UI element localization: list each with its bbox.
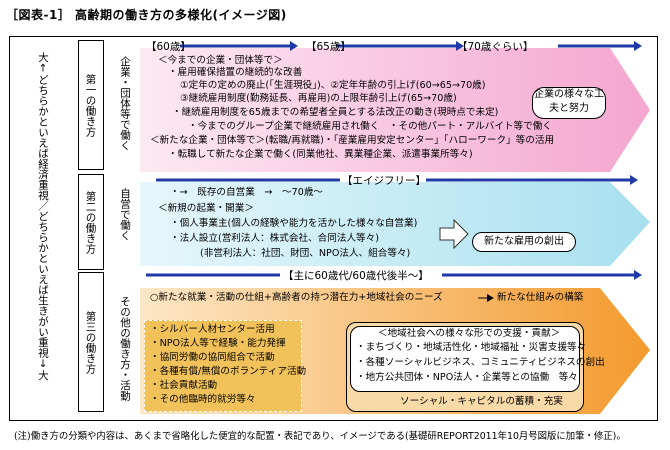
age-65: 【65歳】 <box>306 41 351 53</box>
row1-line: ③継続雇用制度(勤務延長、再雇用)の上限年齢引上げ(65→70歳) <box>180 93 457 104</box>
footnote: (注)働き方の分類や内容は、あくまで省略化した便宜的な配置・表記であり、イメージ… <box>14 431 626 442</box>
row2-line: (非営利法人：社団、財団、NPO法人、組合等々) <box>200 248 411 259</box>
row3-right-line: ・まちづくり・地域活性化・地域福祉・災害支援等々 <box>356 342 587 353</box>
row1-line: ＜今までの企業・団体等で＞ <box>158 55 283 66</box>
row2-block-arrow <box>439 218 469 250</box>
row1-line: ＜新たな企業・団体等で＞(転職/再就職)・「産業雇用安定センター」「ハローワーク… <box>150 135 555 146</box>
row3-intro: ○新たな就業・活動の仕組+高齢者の持つ潜在力+地域社会のニーズ <box>150 292 443 303</box>
row3-left-line: ・シルバー人材センター活用 <box>150 324 275 335</box>
age-arrowhead-1 <box>290 41 298 51</box>
row1-line: ・継続雇用制度を65歳までの希望者全員とする法改正の動き(現時点で未定) <box>172 107 499 118</box>
row1-line: ・転職して新たな企業で働く(同業他社、異業種企業、派遣事業所等々) <box>168 149 473 160</box>
row2-line: ・→ 既存の自営業 → ～70歳～ <box>170 187 324 198</box>
row1-line: ・今までのグループ企業で継続雇用され働く ・その他パート・アルバイト等で働く <box>188 121 552 132</box>
row3-right-inner <box>350 326 580 392</box>
row3-left-line: ・社会貢献活動 <box>150 380 218 391</box>
row2-label: 第二の働き方 <box>78 174 104 270</box>
age-60: 【60歳】 <box>146 41 191 53</box>
row2-note: 新たな雇用の創出 <box>472 232 576 252</box>
row3-header: 【主に60歳代/60歳代後半～】 <box>283 270 429 282</box>
row3-bottom: ソーシャル・キャピタルの蓄積・充実 <box>400 396 563 407</box>
row3-label: 第三の働き方 <box>78 272 104 412</box>
row3-header-arrowhead <box>634 270 642 280</box>
row3-right-line: ・各種ソーシャルビジネス、コミュニティビジネスの創出 <box>356 357 605 368</box>
diagram-frame <box>9 36 658 421</box>
row1-line: ・雇用確保措置の継続的な改善 <box>168 67 303 78</box>
row3-sub-label: その他の働き方・活動 <box>119 296 131 401</box>
row3-right-title: ＜地域社会への様々な形での支援・貢献＞ <box>378 328 561 339</box>
left-axis-label: 大↑どちらかといえば経済重視／どちらかといえば生きがい重視↓大 <box>37 52 49 381</box>
row2-sub-label: 自営で働く <box>119 188 131 241</box>
row3-right-line: ・地方公共団体・NPO法人・企業等との協働 等々 <box>356 372 578 383</box>
row2-line: ＜新規の起業・開業＞ <box>158 203 254 214</box>
row3-intro-arrowhead <box>487 294 494 302</box>
row3-left-line: ・その他臨時的就労等々 <box>150 394 256 405</box>
row1-sub-label: 企業・団体等で働く <box>119 56 131 151</box>
row2-header-arrowhead <box>630 175 638 185</box>
row3-new-mechanism: 新たな仕組みの構築 <box>497 292 584 303</box>
row3-left-line: ・協同労働の協同組合で活動 <box>150 352 275 363</box>
row1-band <box>140 41 650 172</box>
row1-note: 企業の様々な工夫と努力 <box>532 87 606 119</box>
row2-header: 【エイジフリー】 <box>342 175 426 187</box>
row1-line: ①定年の定めの廃止(「生涯現役」)、②定年年齢の引上げ(60→65→70歳) <box>180 80 486 91</box>
row3-left-box <box>144 320 302 412</box>
row1-label: 第一の働き方 <box>78 40 104 170</box>
age-70: 【70歳ぐらい】 <box>457 41 534 53</box>
row3-left-line: ・NPO法人等で経験・能力発揮 <box>150 338 286 349</box>
row1-arrow-shape <box>140 48 650 172</box>
age-arrowhead-3 <box>634 41 642 51</box>
row2-line: ・個人事業主(個人の経験や能力を活かした様々な自営業) <box>170 218 418 229</box>
figure-title: ［図表-1］ 高齢期の働き方の多様化(イメージ図) <box>6 8 287 22</box>
age-arrowhead-2 <box>456 41 464 51</box>
row3-left-line: ・各種有償/無償のボランティア活動 <box>150 366 307 377</box>
row2-line: ・法人設立(営利法人：株式会社、合同法人等々) <box>170 233 379 244</box>
